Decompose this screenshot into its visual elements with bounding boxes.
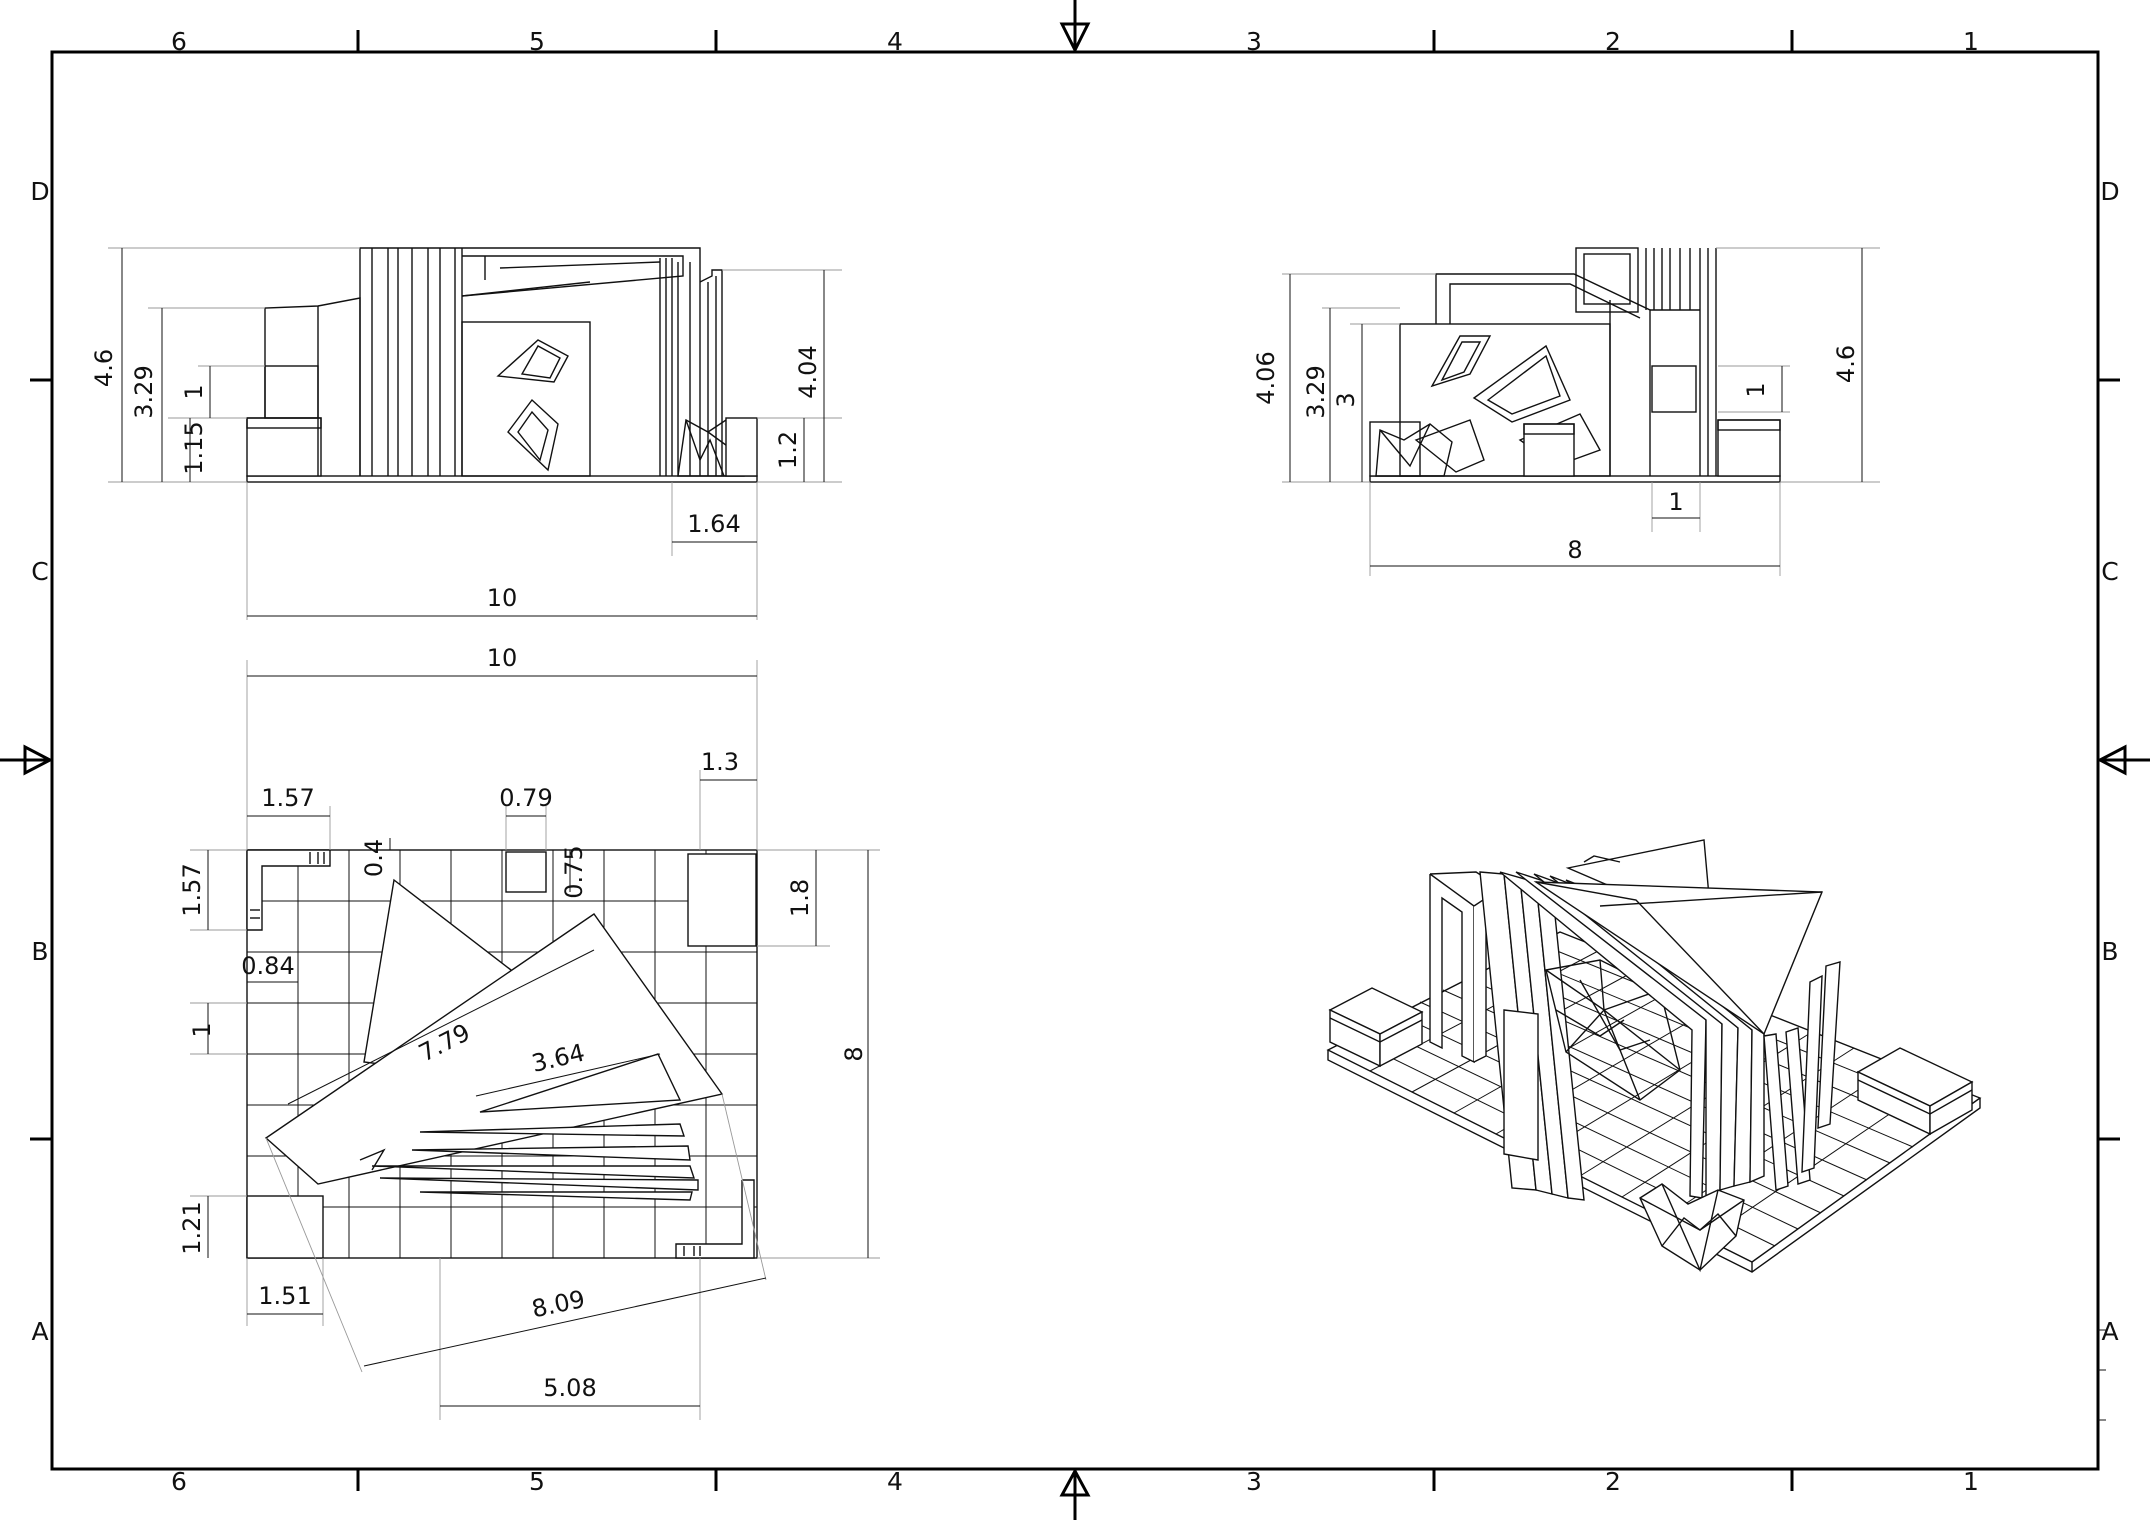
isometric-rock-front — [1639, 1183, 1745, 1273]
front-dim-height-3.29: 3.29 — [130, 365, 158, 418]
zone-row-left-D: D — [30, 177, 49, 206]
zone-col-top-5: 5 — [529, 27, 545, 56]
plan-dim-1.57-horizontal: 1.57 — [261, 784, 314, 812]
zone-row-left-A: A — [31, 1317, 48, 1346]
side-dim-height-3: 3 — [1332, 392, 1360, 407]
plan-dimensions: 10 1.3 1.57 0.79 0.4 0.75 1.57 1.8 0.84 … — [178, 644, 880, 1420]
plan-dim-8: 8 — [840, 1046, 868, 1061]
front-dim-height-1.15: 1.15 — [180, 421, 208, 474]
zone-col-bottom-3: 3 — [1246, 1467, 1262, 1496]
plan-drawing — [246, 849, 758, 1259]
plan-dim-0.75: 0.75 — [560, 845, 588, 898]
isometric-bench-left — [1328, 987, 1424, 1068]
plan-dim-0.4: 0.4 — [360, 839, 388, 877]
side-elevation-drawing — [1369, 247, 1781, 483]
zone-row-right-A: A — [2101, 1317, 2118, 1346]
front-dim-height-4.04: 4.04 — [794, 345, 822, 398]
front-elevation-view: 4.6 3.29 1 1.15 4.04 1.2 1.64 10 — [90, 247, 842, 620]
side-dim-height-3.29: 3.29 — [1302, 365, 1330, 418]
front-elevation-drawing — [246, 247, 758, 483]
zone-col-bottom-2: 2 — [1605, 1467, 1621, 1496]
plan-dim-1: 1 — [188, 1022, 216, 1037]
zone-row-left-B: B — [31, 937, 48, 966]
zone-col-top-1: 1 — [1963, 27, 1979, 56]
side-dim-height-4.6: 4.6 — [1832, 345, 1860, 383]
zone-col-bottom-5: 5 — [529, 1467, 545, 1496]
zone-col-bottom-4: 4 — [887, 1467, 903, 1496]
frame-border — [50, 50, 2100, 1471]
side-elevation-dimensions: 4.06 3.29 3 1 4.6 1 8 — [1252, 247, 1880, 576]
center-mark-left — [0, 744, 54, 776]
plan-dim-8.09: 8.09 — [529, 1285, 587, 1323]
plan-dim-0.79: 0.79 — [499, 784, 552, 812]
zone-col-top-3: 3 — [1246, 27, 1262, 56]
plan-dim-5.08: 5.08 — [543, 1374, 596, 1402]
front-dim-height-4.6: 4.6 — [90, 349, 118, 387]
side-dim-width-8: 8 — [1567, 536, 1582, 564]
plan-dim-1.51: 1.51 — [258, 1282, 311, 1310]
isometric-posts-left — [1429, 871, 1522, 1064]
isometric-view — [1326, 839, 1982, 1273]
plan-dim-1.3: 1.3 — [701, 748, 739, 776]
plan-dim-1.8: 1.8 — [786, 879, 814, 917]
front-dim-width-10: 10 — [487, 584, 518, 612]
front-dim-height-1.2: 1.2 — [774, 431, 802, 469]
side-dim-width-1: 1 — [1668, 488, 1683, 516]
side-dim-height-1: 1 — [1742, 382, 1770, 397]
center-mark-right — [2096, 744, 2150, 776]
center-mark-bottom — [1059, 1467, 1091, 1520]
front-dim-height-1: 1 — [180, 384, 208, 399]
zone-col-bottom-1: 1 — [1963, 1467, 1979, 1496]
zone-row-right-D: D — [2100, 177, 2119, 206]
zone-col-top-6: 6 — [171, 27, 187, 56]
zone-labels: 6 5 4 3 2 1 6 5 4 3 2 1 D C B A D C B A — [30, 27, 2119, 1496]
zone-col-top-2: 2 — [1605, 27, 1621, 56]
plan-dim-width-10: 10 — [487, 644, 518, 672]
zone-row-right-B: B — [2101, 937, 2118, 966]
side-dim-height-4.06: 4.06 — [1252, 351, 1280, 404]
plan-dim-0.84: 0.84 — [241, 952, 294, 980]
zone-col-bottom-6: 6 — [171, 1467, 187, 1496]
zone-col-top-4: 4 — [887, 27, 903, 56]
front-dim-width-1.64: 1.64 — [687, 510, 740, 538]
front-elevation-dimensions: 4.6 3.29 1 1.15 4.04 1.2 1.64 10 — [90, 247, 842, 620]
side-elevation-view: 4.06 3.29 3 1 4.6 1 8 — [1252, 247, 1880, 576]
isometric-bench-right — [1856, 1047, 1974, 1136]
plan-view: 10 1.3 1.57 0.79 0.4 0.75 1.57 1.8 0.84 … — [178, 644, 880, 1420]
zone-row-right-C: C — [2101, 557, 2118, 586]
plan-dim-1.21: 1.21 — [178, 1201, 206, 1254]
center-mark-top — [1059, 0, 1091, 54]
plan-dim-1.57-vertical: 1.57 — [178, 863, 206, 916]
zone-row-left-C: C — [31, 557, 48, 586]
